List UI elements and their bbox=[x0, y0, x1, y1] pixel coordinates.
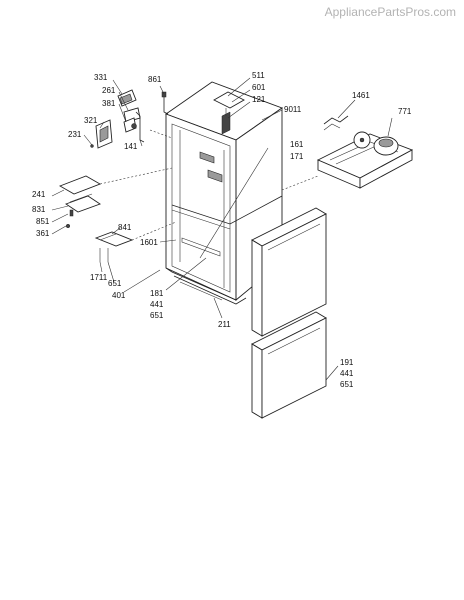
part-label-831: 831 bbox=[32, 205, 46, 214]
compressor-deck bbox=[316, 115, 414, 189]
part-label-771: 771 bbox=[398, 107, 412, 116]
part-label-181: 181 bbox=[150, 289, 164, 298]
part-label-381: 381 bbox=[102, 99, 116, 108]
part-label-511: 511 bbox=[252, 71, 265, 80]
part-label-321: 321 bbox=[84, 116, 98, 125]
part-label-651-center: 651 bbox=[150, 311, 164, 320]
part-label-861: 861 bbox=[148, 75, 162, 84]
part-label-1601: 1601 bbox=[140, 238, 158, 247]
refrigerator-cabinet bbox=[165, 81, 283, 305]
part-label-401: 401 bbox=[112, 291, 126, 300]
part-label-1711: 1711 bbox=[90, 273, 108, 282]
part-label-841: 841 bbox=[118, 223, 132, 232]
hinge-bracket bbox=[161, 91, 169, 115]
control-components bbox=[90, 89, 145, 149]
part-label-1461: 1461 bbox=[352, 91, 370, 100]
part-labels: 331 261 381 321 231 141 241 831 851 361 … bbox=[32, 71, 412, 389]
part-label-851: 851 bbox=[36, 217, 50, 226]
part-label-261: 261 bbox=[102, 86, 116, 95]
part-label-211: 211 bbox=[218, 320, 231, 329]
crisper-bracket bbox=[94, 231, 134, 262]
part-label-121: 121 bbox=[252, 95, 266, 104]
part-label-331: 331 bbox=[94, 73, 108, 82]
part-label-171: 171 bbox=[290, 152, 304, 161]
part-label-161: 161 bbox=[290, 140, 304, 149]
leader-lines bbox=[51, 77, 393, 381]
assembly-guides bbox=[99, 129, 319, 241]
evaporator-cover bbox=[58, 175, 102, 229]
part-label-191: 191 bbox=[340, 358, 354, 367]
part-label-601: 601 bbox=[252, 83, 266, 92]
lower-door bbox=[251, 311, 327, 419]
part-label-651-right: 651 bbox=[340, 380, 354, 389]
part-label-231: 231 bbox=[68, 130, 82, 139]
part-label-9011: 9011 bbox=[284, 105, 302, 114]
part-label-241: 241 bbox=[32, 190, 46, 199]
part-label-141: 141 bbox=[124, 142, 138, 151]
part-label-361: 361 bbox=[36, 229, 50, 238]
part-label-441-right: 441 bbox=[340, 369, 354, 378]
top-hinge-assembly bbox=[213, 91, 245, 135]
part-label-651-left: 651 bbox=[108, 279, 122, 288]
part-label-441-center: 441 bbox=[150, 300, 164, 309]
upper-door bbox=[251, 207, 327, 337]
watermark: AppliancePartsPros.com bbox=[324, 5, 456, 19]
